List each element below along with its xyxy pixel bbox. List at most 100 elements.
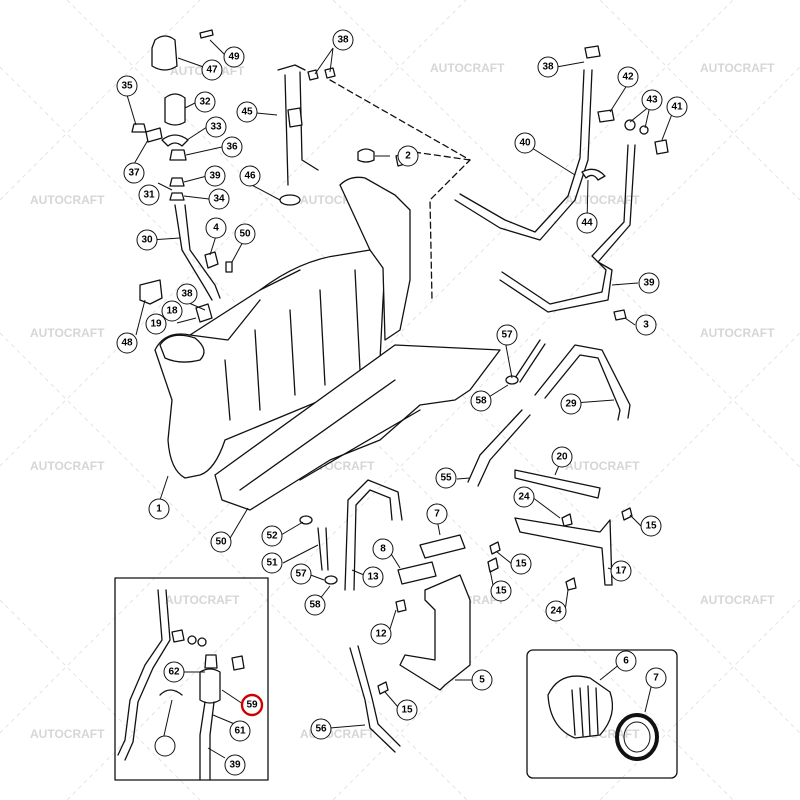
callout-24b[interactable]: 24 <box>545 600 567 622</box>
sender-unit-part <box>287 107 303 128</box>
callout-60[interactable]: 61 <box>229 720 251 742</box>
callout-number: 18 <box>166 306 178 317</box>
callout-number: 32 <box>199 97 211 108</box>
watermark-text: AUTOCRAFT <box>30 459 105 473</box>
fitting-part <box>231 655 245 671</box>
callout-18[interactable]: 18 <box>161 300 183 322</box>
nut-part <box>169 177 185 187</box>
callout-number: 43 <box>646 95 658 106</box>
fitting-part <box>195 303 213 323</box>
callout-37[interactable]: 40 <box>514 132 536 154</box>
callout-49[interactable]: 50 <box>234 223 256 245</box>
callout-number: 38 <box>542 62 554 73</box>
fitting-part <box>171 629 185 643</box>
bracket-part <box>139 279 163 305</box>
callout-15a[interactable]: 15 <box>640 515 662 537</box>
callout-36c[interactable]: 38 <box>537 56 559 78</box>
callout-55[interactable]: 55 <box>435 467 457 489</box>
callout-28[interactable]: 30 <box>136 229 158 251</box>
callout-15d[interactable]: 15 <box>396 699 418 721</box>
rod-part <box>467 409 531 487</box>
callout-7[interactable]: 7 <box>645 667 667 689</box>
callout-36[interactable]: 38 <box>332 29 354 51</box>
callout-50[interactable]: 50 <box>210 531 232 553</box>
watermark-text: AUTOCRAFT <box>565 459 640 473</box>
nut-part <box>169 192 185 201</box>
callout-9[interactable]: 8 <box>372 538 394 560</box>
callout-17[interactable]: 17 <box>610 560 632 582</box>
callout-4[interactable]: 4 <box>205 217 227 239</box>
callout-56[interactable]: 56 <box>310 718 332 740</box>
callout-58[interactable]: 58 <box>470 390 492 412</box>
callout-15b[interactable]: 15 <box>510 553 532 575</box>
callout-34[interactable]: 36 <box>221 136 243 158</box>
bolt-part <box>487 557 499 573</box>
callout-number: 39 <box>209 171 221 182</box>
bracket-part <box>514 469 601 499</box>
fuel-filter-part <box>199 668 221 704</box>
callout-44[interactable]: 45 <box>236 101 258 123</box>
bolt-part <box>317 527 329 571</box>
callout-46[interactable]: 47 <box>201 59 223 81</box>
bracket-part <box>514 517 613 586</box>
callout-43[interactable]: 44 <box>576 212 598 234</box>
callout-number: 55 <box>440 473 452 484</box>
callout-47[interactable]: 48 <box>116 332 138 354</box>
callout-41[interactable]: 42 <box>617 66 639 88</box>
callout-24[interactable]: 24 <box>513 486 535 508</box>
callout-58b[interactable]: 58 <box>304 594 326 616</box>
fuel-line-part <box>454 69 593 241</box>
callout-38[interactable]: 39 <box>204 165 226 187</box>
callout-19[interactable]: 19 <box>145 313 167 335</box>
callout-35[interactable]: 37 <box>123 162 145 184</box>
callout-36b[interactable]: 38 <box>176 283 198 305</box>
callout-30[interactable]: 32 <box>194 91 216 113</box>
callout-number: 7 <box>653 673 659 684</box>
fuel-line-part <box>501 144 629 305</box>
callout-2[interactable]: 2 <box>397 145 419 167</box>
callout-12[interactable]: 12 <box>370 623 392 645</box>
callout-number: 58 <box>309 600 321 611</box>
callout-62[interactable] <box>154 735 176 757</box>
callout-8[interactable]: 7 <box>426 503 448 525</box>
callout-31[interactable]: 33 <box>205 116 227 138</box>
callout-61[interactable]: 62 <box>163 661 185 683</box>
tank-detail <box>189 269 301 341</box>
callout-48[interactable]: 49 <box>223 46 245 68</box>
callout-42[interactable]: 43 <box>641 89 663 111</box>
callout-1[interactable]: 1 <box>148 498 170 520</box>
callout-number: 3 <box>643 320 649 331</box>
callout-59-highlighted[interactable]: 59 <box>240 693 264 717</box>
callout-number: 57 <box>295 569 307 580</box>
fitting-part <box>654 139 669 155</box>
callout-51[interactable]: 51 <box>261 552 283 574</box>
callout-number: 20 <box>556 452 568 463</box>
callout-26[interactable]: 29 <box>560 393 582 415</box>
callout-57b[interactable]: 57 <box>290 563 312 585</box>
bolt-part <box>565 577 577 591</box>
callout-number: 61 <box>234 726 246 737</box>
callout-39b[interactable]: 39 <box>224 754 246 776</box>
callout-5[interactable]: 5 <box>471 669 493 691</box>
clip-part <box>225 261 233 273</box>
callout-number: 2 <box>405 151 411 162</box>
callout-32[interactable]: 34 <box>208 188 230 210</box>
callout-number: 39 <box>643 278 655 289</box>
callout-39[interactable]: 39 <box>638 272 660 294</box>
nut-part <box>131 123 147 133</box>
callout-number: 48 <box>121 338 133 349</box>
callout-45[interactable]: 46 <box>239 165 261 187</box>
callout-6[interactable]: 6 <box>615 650 637 672</box>
callout-20[interactable]: 20 <box>551 446 573 468</box>
callout-29[interactable]: 31 <box>138 184 160 206</box>
callout-57[interactable]: 57 <box>496 324 518 346</box>
callout-52[interactable]: 52 <box>261 525 283 547</box>
inset-cap-box <box>526 649 678 779</box>
callout-13[interactable]: 13 <box>362 566 384 588</box>
callout-40[interactable]: 41 <box>666 96 688 118</box>
callout-33[interactable]: 35 <box>116 75 138 97</box>
callout-3[interactable]: 3 <box>635 314 657 336</box>
clamp-part <box>145 127 163 143</box>
callout-number: 36 <box>226 142 238 153</box>
callout-15c[interactable]: 15 <box>490 580 512 602</box>
